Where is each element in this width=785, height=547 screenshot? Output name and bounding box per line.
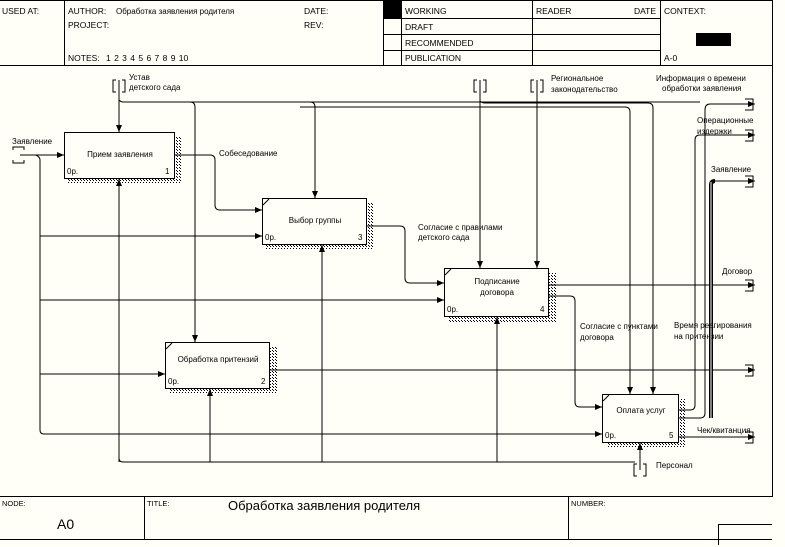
box4-title[interactable]: Подписание договора (445, 276, 549, 298)
box2 (165, 342, 270, 389)
author-value: Обработка заявления родителя (116, 7, 235, 16)
box4 (444, 268, 549, 317)
label-regional-2: законодательство (551, 85, 618, 94)
label-ustav-1: Устав (129, 73, 150, 82)
label-sobesedovanie: Собеседование (219, 149, 278, 158)
status-draft[interactable]: DRAFT (405, 22, 434, 32)
box1-cost: 0р. (67, 167, 79, 176)
status-working[interactable]: WORKING (405, 6, 447, 16)
box1 (64, 132, 175, 179)
bundled-output-line (709, 179, 716, 418)
label-info-time-1: Информация о времени (656, 74, 746, 83)
notes-label: NOTES: (68, 53, 100, 63)
status-recommended[interactable]: RECOMMENDED (405, 38, 474, 48)
context-node: A-0 (664, 53, 678, 63)
used-at-label: USED AT: (2, 6, 40, 16)
label-personal: Персонал (656, 461, 693, 470)
notes-values: 1 2 3 4 5 6 7 8 9 10 (106, 53, 189, 63)
box5 (602, 394, 679, 443)
project-label: PROJECT: (68, 20, 110, 30)
box3-cost: 0р. (265, 233, 277, 242)
box5-title[interactable]: Оплата услуг (616, 406, 666, 415)
box4-cost: 0р. (447, 305, 459, 314)
box5-cost: 0р. (605, 431, 617, 440)
box2-title[interactable]: Обработка притензий (177, 355, 259, 364)
context-thumbnail (696, 33, 731, 46)
label-soglasie-pravila-2: детского сада (418, 233, 470, 242)
header-frame (0, 0, 773, 497)
label-soglasie-punkty-2: договора (580, 333, 614, 342)
label-ustav-2: детского сада (129, 83, 181, 92)
footer-frame (0, 496, 772, 545)
working-status-marker (384, 1, 401, 18)
box4-title-line1: Подписание (474, 277, 520, 286)
box3-number: 3 (358, 233, 363, 242)
reader-label: READER (536, 6, 572, 16)
box1-number: 1 (165, 167, 170, 176)
label-op-costs-2: издержки (697, 127, 732, 136)
context-label: CONTEXT: (664, 6, 707, 16)
label-vremya-1: Время реагирования (674, 321, 752, 330)
tunnel-brackets (12, 79, 754, 477)
title-label: TITLE: (147, 499, 170, 508)
reader-date-label: DATE (634, 6, 657, 16)
box5-number: 5 (669, 431, 674, 440)
label-soglasie-punkty-1: Согласие с пунктами (580, 322, 658, 331)
label-zayavlenie-out: Заявление (711, 165, 752, 174)
label-chek: Чек/квитанция (697, 426, 751, 435)
node-value: A0 (57, 516, 75, 532)
arrows (20, 80, 755, 470)
box3-title[interactable]: Выбор группы (288, 216, 342, 225)
box2-number: 2 (261, 377, 266, 386)
label-op-costs-1: Операционные (697, 116, 754, 125)
status-publication[interactable]: PUBLICATION (405, 53, 462, 63)
label-dogovor: Договор (722, 267, 753, 276)
diagram-title: Обработка заявления родителя (228, 498, 421, 513)
number-label: NUMBER: (571, 499, 606, 508)
box4-number: 4 (540, 305, 545, 314)
label-vremya-2: на притензии (674, 332, 724, 341)
label-info-time-2: обработки заявления (662, 84, 742, 93)
author-label: AUTHOR: (68, 6, 107, 16)
label-soglasie-pravila-1: Согласие с правилами (418, 223, 503, 232)
box4-title-line2: договора (480, 288, 514, 297)
date-label: DATE: (304, 6, 329, 16)
box2-cost: 0р. (168, 377, 180, 386)
rev-label: REV: (304, 20, 324, 30)
label-zayavlenie-in: Заявление (12, 137, 53, 146)
node-label: NODE: (2, 499, 26, 508)
box3 (262, 198, 367, 245)
label-regional-1: Региональное (551, 74, 604, 83)
box1-title[interactable]: Прием заявления (87, 150, 153, 159)
